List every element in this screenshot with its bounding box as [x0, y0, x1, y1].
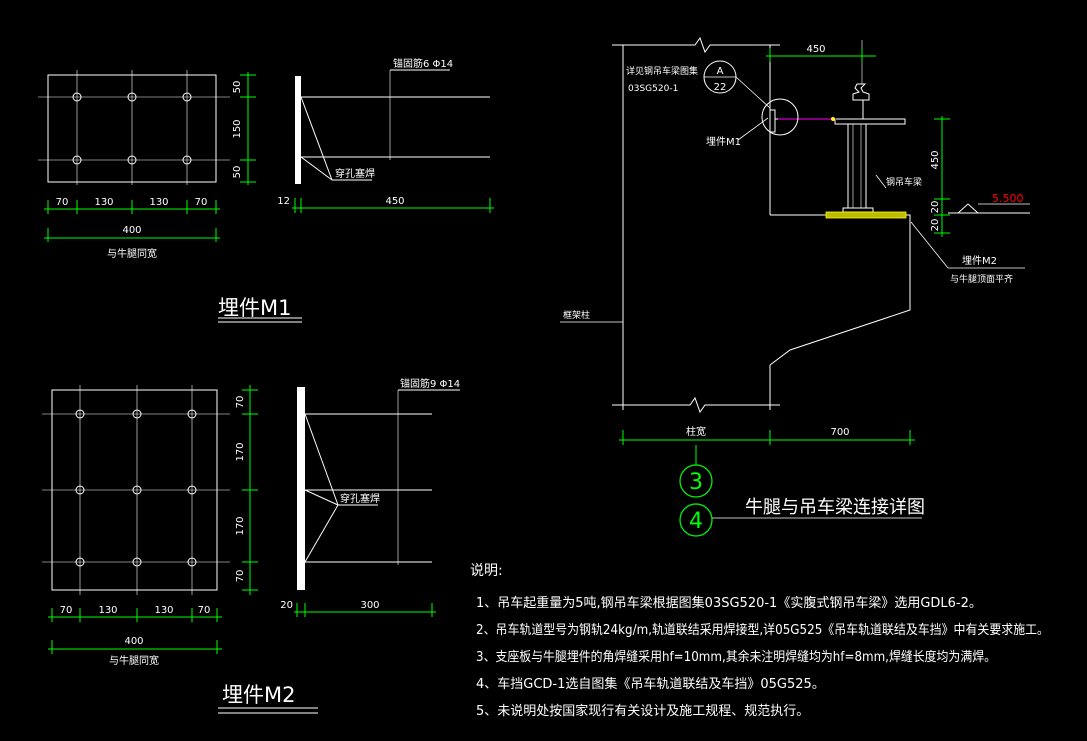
m2-dim-right-4: 70 [235, 570, 246, 583]
detail-column-label: 框架柱 [563, 309, 590, 321]
m2-plan [42, 385, 258, 654]
note-4: 4、车挡GCD-1选自图集《吊车轨道联结及车挡》05G525。 [476, 676, 825, 692]
m1-weld-label: 穿孔塞焊 [335, 167, 375, 180]
detail-beam-label: 钢吊车梁 [886, 176, 922, 188]
note-1: 1、吊车起重量为5吨,钢吊车梁根据图集03SG520-1《实腹式钢吊车梁》选用G… [476, 595, 982, 611]
note-5: 5、未说明处按国家现行有关设计及施工规程、规范执行。 [476, 703, 809, 719]
detail-ref-bottom: 22 [714, 82, 727, 93]
m2-title: 埋件M2 [222, 683, 295, 707]
m1-dim-bottom-2: 130 [94, 197, 113, 208]
m2-dim-right-3: 170 [235, 516, 246, 535]
m1-title: 埋件M1 [218, 296, 291, 320]
detail-dim-20a: 20 [930, 201, 941, 214]
connection-detail [560, 36, 1030, 537]
m1-dim-right-2: 150 [232, 119, 243, 138]
m2-weld-label: 穿孔塞焊 [340, 492, 380, 505]
m2-section [294, 387, 460, 617]
m1-len: 450 [385, 196, 404, 207]
m2-dim-bottom-3: 130 [154, 605, 173, 616]
m1-dim-overall: 400 [122, 225, 141, 236]
m1-dim-bottom-4: 70 [195, 197, 208, 208]
m2-len: 300 [360, 600, 379, 611]
m1-plan [38, 70, 256, 242]
detail-ref-top: A [717, 66, 724, 77]
detail-dim-700: 700 [830, 427, 849, 438]
detail-dim-col: 柱宽 [686, 425, 706, 438]
detail-num-b: 4 [689, 509, 703, 534]
m2-thk: 20 [280, 600, 293, 611]
detail-std-code: 03SG520-1 [628, 84, 678, 94]
m2-anchor-label: 锚固筋9 Φ14 [400, 377, 460, 390]
detail-dim-450: 450 [930, 150, 941, 169]
detail-m2-label: 埋件M2 [962, 255, 997, 267]
m1-thk: 12 [277, 196, 290, 207]
detail-dim-20b: 20 [930, 219, 941, 232]
m1-dim-bottom-3: 130 [149, 197, 168, 208]
detail-num-a: 3 [689, 470, 703, 495]
m2-dim-bottom-4: 70 [198, 605, 211, 616]
note-2: 2、吊车轨道型号为钢轨24kg/m,轨道联结采用焊接型,详05G525《吊车轨道… [476, 622, 1049, 638]
detail-std-label: 详见钢吊车梁图集 [626, 65, 698, 77]
m1-dim-right-1: 50 [232, 81, 243, 94]
detail-top-dim: 450 [806, 44, 825, 55]
m2-dim-right-2: 170 [235, 442, 246, 461]
m2-dim-bottom-2: 130 [98, 605, 117, 616]
m2-dim-right-1: 70 [235, 396, 246, 409]
m1-dim-bottom-1: 70 [56, 197, 69, 208]
m1-section [292, 69, 494, 213]
m1-anchor-label: 锚固筋6 Φ14 [393, 57, 453, 70]
detail-elevation: 5.500 [992, 192, 1024, 205]
note-3: 3、支座板与牛腿埋件的角焊缝采用hf=10mm,其余未注明焊缝均为hf=8mm,… [476, 649, 996, 665]
m2-plan-caption: 与牛腿同宽 [109, 654, 159, 667]
detail-m2-note: 与牛腿顶面平齐 [950, 273, 1013, 285]
m1-plan-caption: 与牛腿同宽 [107, 247, 157, 260]
m1-dim-right-3: 50 [232, 166, 243, 179]
m2-dim-bottom-1: 70 [60, 605, 73, 616]
detail-m1-label: 埋件M1 [706, 136, 741, 148]
m2-dim-overall: 400 [124, 636, 143, 647]
detail-title: 牛腿与吊车梁连接详图 [745, 497, 925, 518]
notes-heading: 说明: [470, 563, 503, 579]
